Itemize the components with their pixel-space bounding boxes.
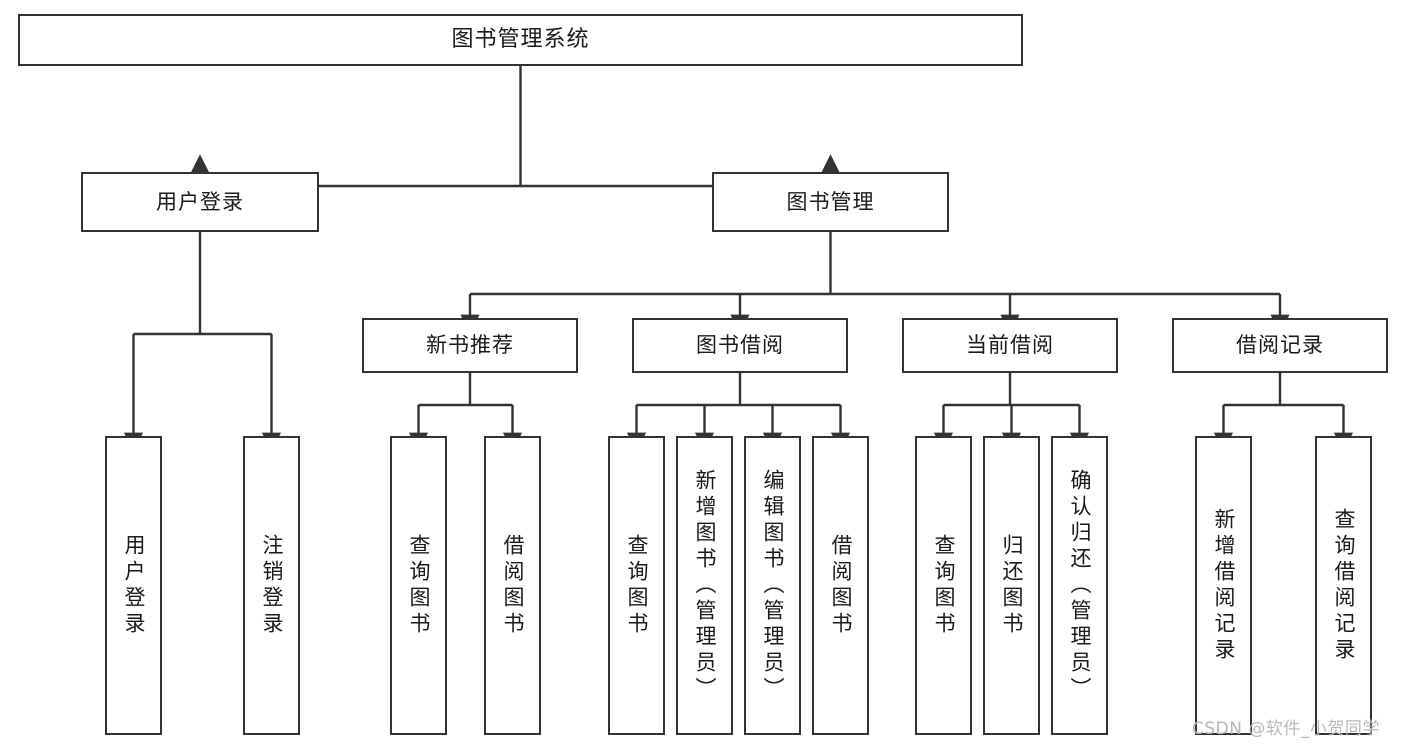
edge-paths (123, 66, 1354, 452)
leaf-query-book-1-label: 查询图书 (407, 533, 431, 638)
node-book-manage[interactable]: 图书管理 (712, 172, 949, 232)
leaf-add-book[interactable]: 新增图书（管理员） (676, 436, 733, 735)
leaf-user-login[interactable]: 用户登录 (105, 436, 162, 735)
node-borrow-record-label: 借阅记录 (1236, 333, 1324, 358)
node-user-login[interactable]: 用户登录 (81, 172, 319, 232)
leaf-confirm-return-label: 确认归还（管理员） (1068, 468, 1092, 703)
node-new-book-recommend-label: 新书推荐 (426, 333, 514, 358)
leaf-return-book[interactable]: 归还图书 (983, 436, 1040, 735)
leaf-logout[interactable]: 注销登录 (243, 436, 300, 735)
leaf-add-record[interactable]: 新增借阅记录 (1195, 436, 1252, 735)
leaf-add-record-label: 新增借阅记录 (1212, 507, 1236, 664)
leaf-query-book-3[interactable]: 查询图书 (915, 436, 972, 735)
leaf-borrow-book-2-label: 借阅图书 (829, 533, 853, 638)
node-book-borrow-label: 图书借阅 (696, 333, 784, 358)
node-borrow-record[interactable]: 借阅记录 (1172, 318, 1388, 373)
node-root-label: 图书管理系统 (451, 27, 590, 53)
node-current-borrow-label: 当前借阅 (966, 333, 1054, 358)
node-new-book-recommend[interactable]: 新书推荐 (362, 318, 578, 373)
leaf-edit-book[interactable]: 编辑图书（管理员） (744, 436, 801, 735)
leaf-edit-book-label: 编辑图书（管理员） (761, 468, 785, 703)
leaf-logout-label: 注销登录 (260, 533, 284, 638)
node-book-manage-label: 图书管理 (786, 189, 875, 214)
leaf-borrow-book-1-label: 借阅图书 (501, 533, 525, 638)
leaf-query-book-2[interactable]: 查询图书 (608, 436, 665, 735)
leaf-query-book-2-label: 查询图书 (625, 533, 649, 638)
leaf-borrow-book-2[interactable]: 借阅图书 (812, 436, 869, 735)
leaf-borrow-book-1[interactable]: 借阅图书 (484, 436, 541, 735)
leaf-query-book-1[interactable]: 查询图书 (390, 436, 447, 735)
leaf-add-book-label: 新增图书（管理员） (693, 468, 717, 703)
node-book-borrow[interactable]: 图书借阅 (632, 318, 848, 373)
leaf-confirm-return[interactable]: 确认归还（管理员） (1051, 436, 1108, 735)
leaf-return-book-label: 归还图书 (1000, 533, 1024, 638)
node-current-borrow[interactable]: 当前借阅 (902, 318, 1118, 373)
leaf-query-record[interactable]: 查询借阅记录 (1315, 436, 1372, 735)
node-root[interactable]: 图书管理系统 (18, 14, 1023, 66)
leaf-query-record-label: 查询借阅记录 (1332, 507, 1356, 664)
leaf-query-book-3-label: 查询图书 (932, 533, 956, 638)
node-user-login-label: 用户登录 (156, 189, 244, 214)
leaf-user-login-label: 用户登录 (122, 533, 146, 638)
